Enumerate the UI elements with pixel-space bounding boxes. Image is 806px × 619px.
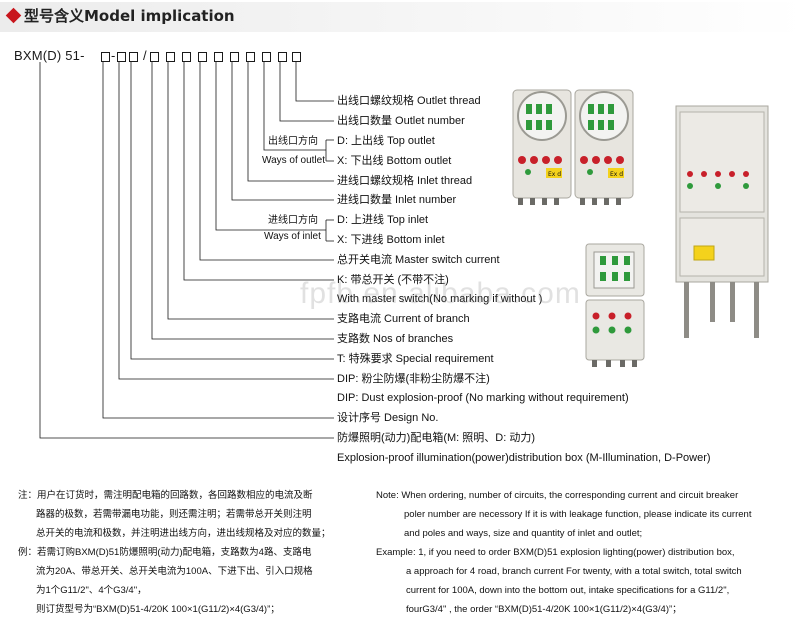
notes-english: Note: When ordering, number of circuits,…: [376, 486, 751, 619]
ex-label-1: Ex d: [548, 171, 561, 178]
code-box-dust: [129, 52, 138, 62]
label-nos-of-branches: 支路数 Nos of branches: [337, 333, 454, 345]
note-cn-line-3: 总开关的电流和极数，并注明进出线方向，进出线规格及对应的数量；: [36, 528, 331, 539]
label-special-requirement: T: 特殊要求 Special requirement: [337, 353, 494, 365]
label-top-inlet: D: 上进线 Top inlet: [337, 214, 429, 226]
code-box-branches: [101, 52, 110, 62]
note-en-line-6: current for 100A, down into the bottom o…: [406, 585, 730, 596]
note-cn-line-7: 则订货型号为“BXM(D)51-4/20K 100×1(G11/2)×4(G3/…: [36, 604, 280, 615]
label-explosion-proof-en: Explosion-proof illumination(power)distr…: [337, 452, 711, 464]
code-box-special: [117, 52, 126, 62]
label-current-of-branch: 支路电流 Current of branch: [337, 313, 470, 325]
label-inlet-dir-cn: 进线口方向: [268, 215, 318, 226]
product-photo-small-box: [585, 243, 645, 367]
notes-chinese: 注：用户在订货时，需注明配电箱的回路数，各回路数相应的电流及断 路器的极数，若需…: [18, 486, 331, 619]
note-en-line-5: a approach for 4 road, branch current Fo…: [406, 566, 742, 577]
note-en-line-4: Example: 1, if you need to order BXM(D)5…: [376, 547, 735, 558]
label-outlet-dir-cn: 出线口方向: [268, 136, 318, 147]
code-box-master-switch: [166, 52, 175, 62]
label-bottom-outlet: X: 下出线 Bottom outlet: [337, 155, 452, 167]
product-photo-dual-box: Ex d Ex d: [512, 89, 634, 205]
note-cn-line-1: 注：用户在订货时，需注明配电箱的回路数，各回路数相应的电流及断: [18, 490, 313, 501]
code-box-inlet-thread: [230, 52, 239, 62]
label-bottom-inlet: X: 下进线 Bottom inlet: [337, 234, 445, 246]
section-header: 型号含义Model implication: [0, 2, 806, 32]
label-dip-cn: DIP: 粉尘防爆(非粉尘防爆不注): [337, 373, 490, 385]
code-box-outlet-number: [262, 52, 271, 62]
model-code-series: BXM(D): [14, 48, 62, 63]
code-box-outlet-thread: [278, 52, 287, 62]
section-title: 型号含义Model implication: [24, 7, 235, 25]
label-dip-en: DIP: Dust explosion-proof (No marking wi…: [337, 392, 629, 404]
code-box-extra: [292, 52, 301, 62]
label-with-master-switch-en: With master switch(No marking if without…: [337, 293, 543, 305]
code-box-branch-current: [150, 52, 159, 62]
code-box-inlet-way: [198, 52, 207, 62]
model-code-number: 51-: [65, 48, 85, 63]
note-en-line-3: and poles and ways, size and quantity of…: [404, 528, 643, 539]
note-en-line-2: poler number are necessory If it is with…: [404, 509, 752, 520]
model-code-prefix: BXM(D) 51-: [14, 48, 85, 63]
ex-label-2: Ex d: [610, 171, 623, 178]
watermark-text: fpfb.en.alibaba.com: [300, 277, 581, 310]
note-cn-line-6: 为1个G11/2"、4个G3/4"，: [36, 585, 147, 596]
note-en-line-7: fourG3/4" , the order “BXM(D)51-4/20K 10…: [406, 604, 682, 615]
label-outlet-number: 出线口数量 Outlet number: [337, 115, 465, 127]
code-box-outlet-way: [246, 52, 255, 62]
label-outlet-thread: 出线口螺纹规格 Outlet thread: [337, 95, 481, 107]
label-with-master-switch-cn: K: 带总开关 (不带不注): [337, 274, 449, 286]
note-en-line-1: Note: When ordering, number of circuits,…: [376, 490, 739, 501]
label-master-switch-current: 总开关电流 Master switch current: [337, 254, 500, 266]
label-design-no: 设计序号 Design No.: [337, 412, 439, 424]
label-explosion-proof-cn: 防爆照明(动力)配电箱(M: 照明、D: 动力): [337, 432, 535, 444]
label-outlet-dir-en: Ways of outlet: [262, 155, 325, 166]
note-cn-line-2: 路器的极数，若需带漏电功能，则还需注明；若需带总开关则注明: [36, 509, 312, 520]
product-photo-cabinet: [675, 105, 769, 338]
code-dash: -: [111, 48, 116, 63]
label-inlet-number: 进线口数量 Inlet number: [337, 194, 457, 206]
note-cn-line-4: 例：若需订购BXM(D)51防爆照明(动力)配电箱，支路数为4路、支路电: [18, 547, 312, 558]
code-box-master-current: [182, 52, 191, 62]
label-top-outlet: D: 上出线 Top outlet: [337, 135, 435, 147]
label-inlet-thread: 进线口螺纹规格 Inlet thread: [337, 175, 473, 187]
code-box-inlet-number: [214, 52, 223, 62]
note-cn-line-5: 流为20A、带总开关、总开关电流为100A、下进下出、引入口规格: [36, 566, 313, 577]
code-slash: /: [143, 48, 147, 63]
label-inlet-dir-en: Ways of inlet: [264, 231, 321, 242]
